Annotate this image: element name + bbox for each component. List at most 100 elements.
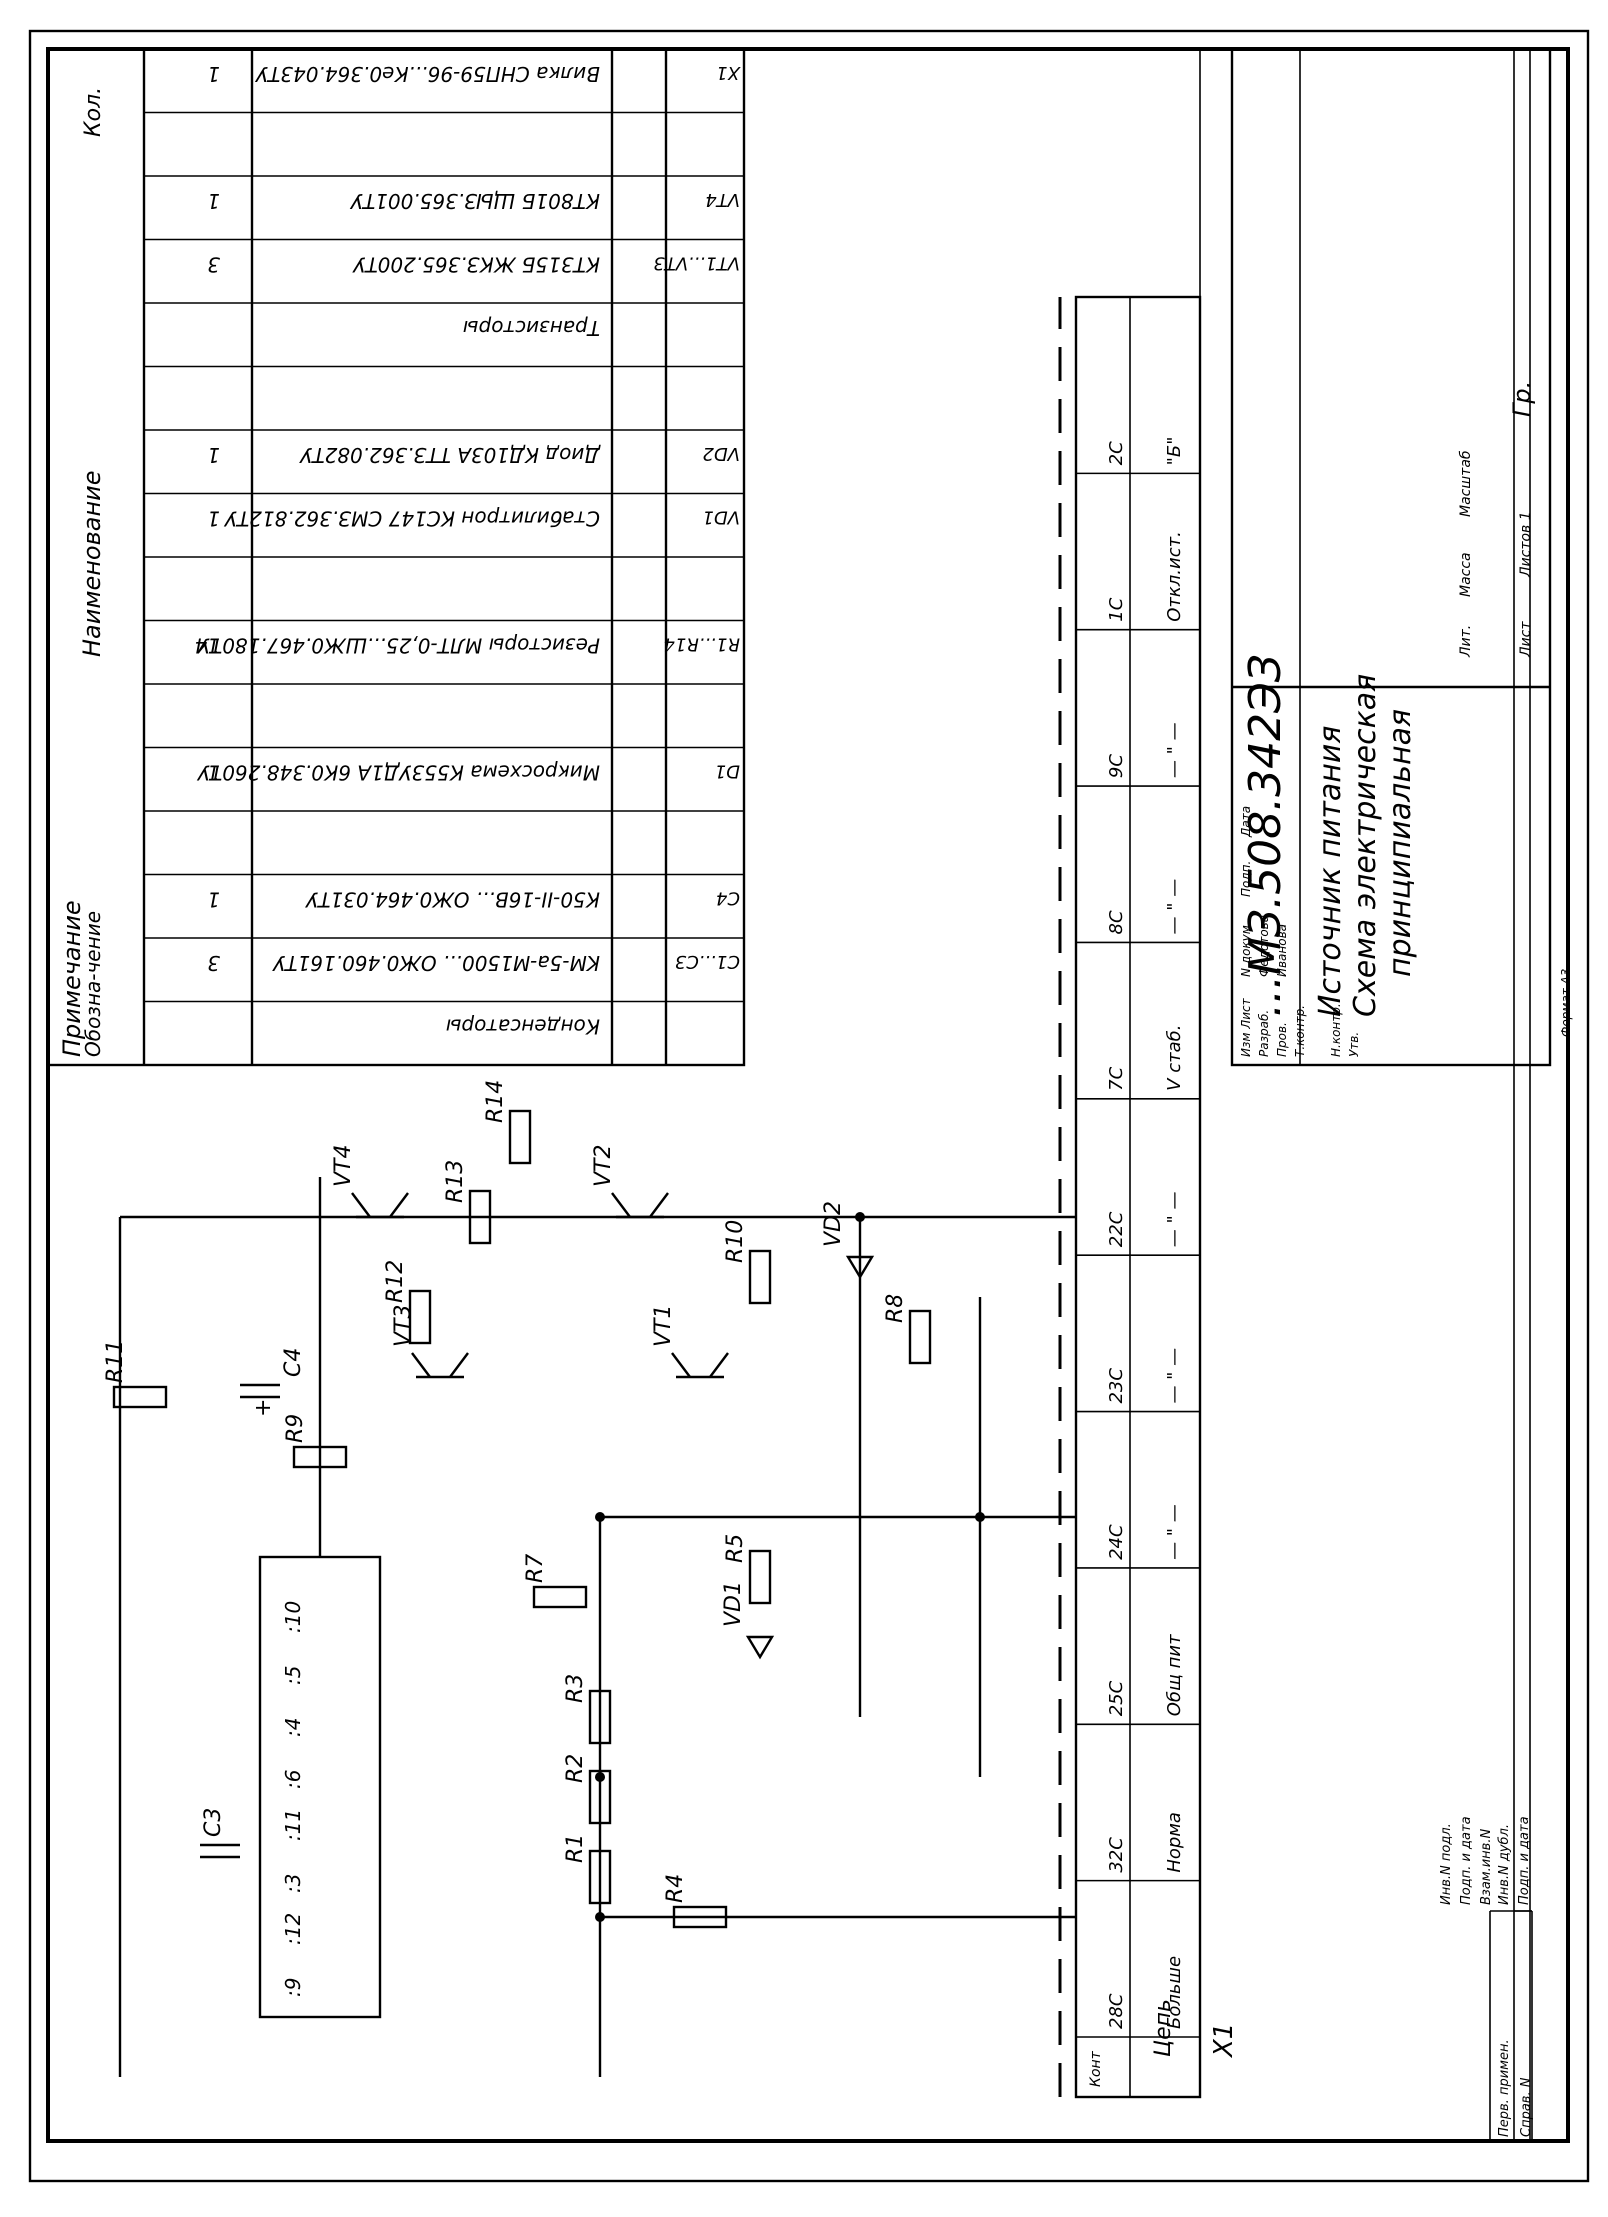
tb-role-2: Пров. (1275, 1022, 1289, 1057)
side-strip: Перв. примен. Справ. N Подп. и дата Инв.… (1439, 49, 1534, 2141)
label-VT2: VT2 (591, 1145, 616, 1188)
pin-32C: 32C (1106, 1837, 1127, 1873)
tb-sign-0: Подп. (1239, 861, 1253, 897)
doc-number: ...МЗ.508.342ЭЗ (1240, 654, 1291, 1017)
sheets-label: Листов 1 (1518, 511, 1534, 578)
label-R4: R4 (663, 1874, 688, 1903)
parts-ref-8: VD1 (702, 506, 740, 527)
tb-doc-2: Иванова (1275, 924, 1289, 977)
pin-23C: 23C (1106, 1368, 1127, 1404)
pin-label-2C: "Б" (1164, 436, 1185, 465)
pin-label-7C: V стаб. (1164, 1025, 1185, 1091)
parts-qty-15: 1 (207, 62, 220, 86)
parts-ref-1: C1...C3 (675, 951, 740, 972)
parts-name-4: Микросхема К553УД1А 6К0.348.260ТУ (196, 760, 600, 784)
ic-pin-0: :9 (281, 1978, 305, 1997)
x1-col-contact: Конт (1088, 2050, 1104, 2087)
transistor-VT4-emitter (389, 1192, 409, 1218)
title-line3: принципиальная (1383, 709, 1418, 977)
parts-qty-13: 1 (207, 189, 220, 213)
pin-8C: 8C (1106, 910, 1127, 934)
parts-name-1: KM-5a-M1500... ОЖ0.460.161ТУ (271, 951, 600, 975)
pin-1C: 1C (1106, 597, 1127, 621)
parts-qty-9: 1 (207, 443, 220, 467)
parts-header-ref: Обозна-чение (81, 911, 105, 1057)
side-strip-2: Подп. и дата (1517, 1816, 1532, 1905)
ic-pin-5: :4 (281, 1718, 305, 1737)
transistor-VT2-collector (611, 1192, 631, 1218)
label-VT4: VT4 (331, 1145, 356, 1188)
pin-label-23C: — " — (1164, 1348, 1185, 1404)
transistor-VT1-collector (671, 1352, 691, 1378)
label-VD2: VD2 (821, 1201, 846, 1247)
ic-d1 (258, 1555, 382, 2019)
parts-ref-15: X1 (716, 62, 741, 83)
parts-ref-13: VT4 (705, 189, 740, 210)
resistor-R12 (408, 1289, 432, 1345)
ic-pin-7: :10 (281, 1601, 305, 1633)
label-C4: C4 (281, 1348, 306, 1377)
label-C3: C3 (201, 1808, 226, 1837)
parts-name-12: КТ315Б ЖКЗ.365.200ТУ (351, 252, 600, 276)
label-R1: R1 (563, 1834, 588, 1863)
side-strip-6: Инв.N подл. (1439, 1823, 1454, 1905)
group-label: Гр. (1508, 381, 1536, 417)
parts-qty-2: 1 (207, 887, 220, 911)
parts-name-11: Транзисторы (463, 316, 600, 340)
parts-name-8: Стабилитрон КС147 СМЗ.362.812ТУ (223, 506, 600, 530)
label-R8: R8 (883, 1294, 908, 1323)
resistor-R5 (748, 1549, 772, 1605)
parts-name-15: Вилка СНП59-96...Ке0.364.043ТУ (254, 62, 600, 86)
ic-pin-2: :3 (281, 1874, 305, 1893)
transistor-VT3-collector (411, 1352, 431, 1378)
side-strip-3: Инв.N дубл. (1497, 1824, 1512, 1905)
parts-ref-9: VD2 (702, 443, 740, 464)
pin-label-1C: Откл.ист. (1164, 531, 1185, 622)
label-VT1: VT1 (651, 1305, 676, 1348)
tb-role-5: Н.контр. (1329, 1003, 1343, 1057)
tb-doc-1: Федотова (1257, 915, 1271, 977)
parts-list: Обозна-чение Наименование Кол. Примечани… (46, 47, 746, 1067)
parts-ref-12: VT1...VT3 (653, 252, 740, 273)
label-R14: R14 (483, 1080, 508, 1123)
side-strip-5: Подп. и дата (1459, 1816, 1474, 1905)
label-R2: R2 (563, 1754, 588, 1783)
label-R13: R13 (443, 1160, 468, 1203)
pin-label-9C: — " — (1164, 722, 1185, 778)
parts-name-9: Диод КД103А ТТЗ.362.082ТУ (298, 443, 601, 467)
tb-role-0: Изм Лист (1239, 997, 1253, 1057)
pin-label-32C: Норма (1164, 1812, 1185, 1873)
parts-name-2: К50-II-16В... ОЖ0.464.031ТУ (304, 887, 600, 911)
label-R12: R12 (383, 1260, 408, 1303)
parts-name-13: КТ801Б ЩЫЗ.365.001ТУ (349, 189, 600, 213)
transistor-VT1-emitter (709, 1352, 729, 1378)
resistor-R8 (908, 1309, 932, 1365)
title-block: ...МЗ.508.342ЭЗ Источник питания Схема э… (1230, 47, 1573, 1067)
ic-pin-6: :5 (281, 1666, 305, 1685)
parts-ref-6: R1...R14 (663, 633, 740, 654)
parts-qty-12: 3 (207, 252, 220, 276)
pin-28C: 28C (1106, 1993, 1127, 2029)
tb-role-3: Т.контр. (1293, 1005, 1307, 1057)
pin-label-25C: Общ пит (1164, 1634, 1185, 1716)
pin-label-24C: — " — (1164, 1504, 1185, 1560)
tb-doc-0: N докум. (1239, 921, 1253, 977)
parts-qty-1: 3 (207, 951, 220, 975)
side-strip-1: Справ. N (1519, 2077, 1534, 2137)
pin-label-22C: — " — (1164, 1191, 1185, 1247)
pin-label-28C: Больше (1164, 1956, 1185, 2029)
side-strip-0: Перв. примен. (1497, 2039, 1512, 2137)
label-VD1: VD1 (721, 1581, 746, 1627)
schematic: R1R2R3R4R5R7R8R9R10R11R12R13R14:9:12:3:1… (103, 1080, 985, 2019)
x1-col-circuit: Цепь (1151, 1999, 1176, 2057)
parts-name-0: Конденсаторы (446, 1014, 600, 1038)
pin-2C: 2C (1106, 441, 1127, 465)
pin-7C: 7C (1106, 1066, 1127, 1090)
resistor-R10 (748, 1249, 772, 1305)
outer-frame (28, 29, 1590, 2183)
x1-label: X1 (1209, 2023, 1239, 2059)
resistor-R11 (112, 1385, 168, 1409)
